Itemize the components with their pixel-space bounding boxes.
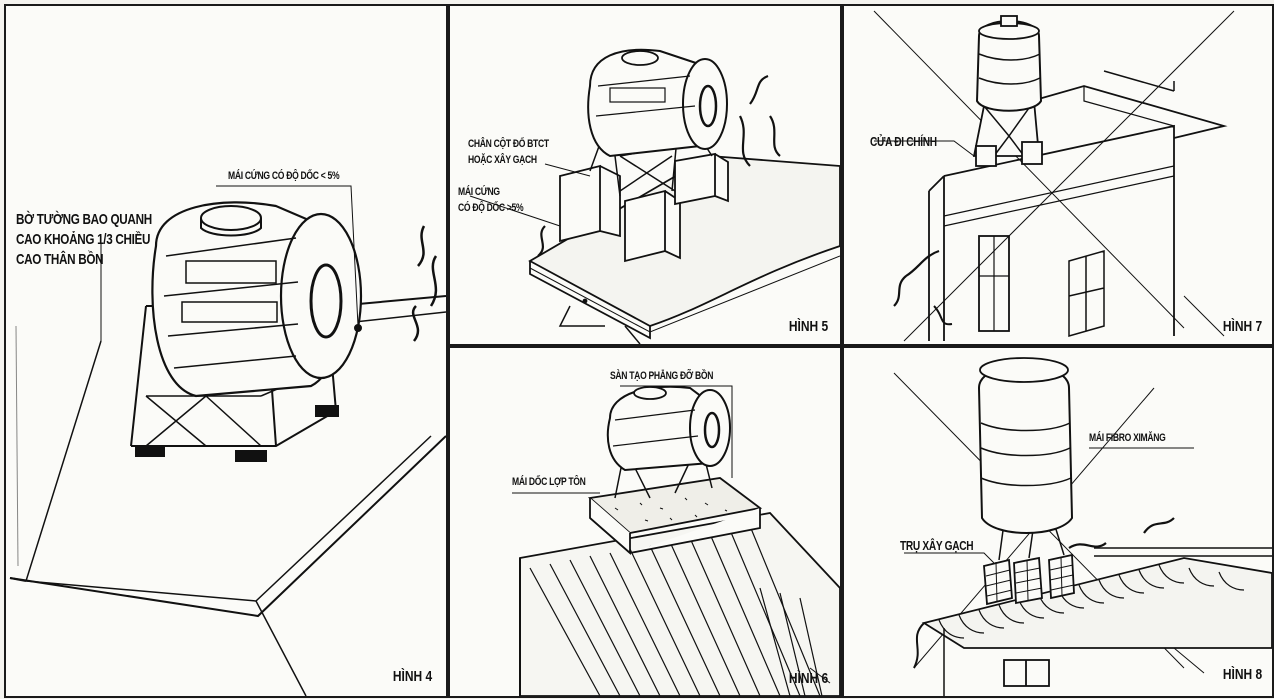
fig6-label-roof: MÁI DỐC LỢP TÔN — [512, 476, 586, 488]
figure-7-panel: CỬA ĐI CHÍNH HÌNH 7 — [842, 4, 1274, 346]
fig5-label-pillar-line2: HOẶC XÂY GẠCH — [468, 154, 537, 166]
figure-5-panel: CHÂN CỘT ĐỔ BTCT HOẶC XÂY GẠCH MÁI CỨNG … — [448, 4, 842, 346]
fig5-label-roof-line2: CÓ ĐỘ DỐC >5% — [458, 202, 524, 214]
fig4-label-wall-line3: CAO THÂN BỒN — [16, 251, 104, 268]
fig5-label-pillar-line1: CHÂN CỘT ĐỔ BTCT — [468, 138, 549, 150]
fig8-caption: HÌNH 8 — [1222, 666, 1262, 683]
fig8-label-roof: MÁI FIBRO XIMĂNG — [1089, 432, 1166, 444]
fig6-caption: HÌNH 6 — [788, 670, 828, 687]
fig4-caption: HÌNH 4 — [392, 668, 432, 685]
fig4-label-roof-slope: MÁI CỨNG CÓ ĐỘ DỐC < 5% — [228, 170, 340, 182]
fig5-caption: HÌNH 5 — [788, 318, 828, 335]
fig7-caption: HÌNH 7 — [1222, 318, 1262, 335]
fig8-label-pillar: TRỤ XÂY GẠCH — [900, 538, 974, 553]
figure-8-drawing — [893, 357, 1272, 696]
figure-7-drawing — [873, 10, 1235, 342]
figure-4-drawing — [9, 185, 446, 696]
figure-4-panel: MÁI CỨNG CÓ ĐỘ DỐC < 5% BỜ TƯỜNG BAO QUA… — [4, 4, 448, 698]
figure-6-drawing — [512, 385, 840, 696]
fig5-label-roof-line1: MÁI CỨNG — [458, 186, 500, 198]
fig4-label-wall-line1: BỜ TƯỜNG BAO QUANH — [16, 211, 152, 228]
fig4-label-wall-line2: CAO KHOẢNG 1/3 CHIỀU — [16, 231, 151, 248]
fig7-label-door: CỬA ĐI CHÍNH — [870, 134, 937, 149]
fig6-label-base: SÀN TẠO PHẲNG ĐỠ BỒN — [610, 370, 714, 382]
figure-5-drawing — [469, 48, 840, 344]
figure-6-panel: SÀN TẠO PHẲNG ĐỠ BỒN MÁI DỐC LỢP TÔN HÌN… — [448, 346, 842, 698]
figure-8-panel: MÁI FIBRO XIMĂNG TRỤ XÂY GẠCH HÌNH 8 — [842, 346, 1274, 698]
